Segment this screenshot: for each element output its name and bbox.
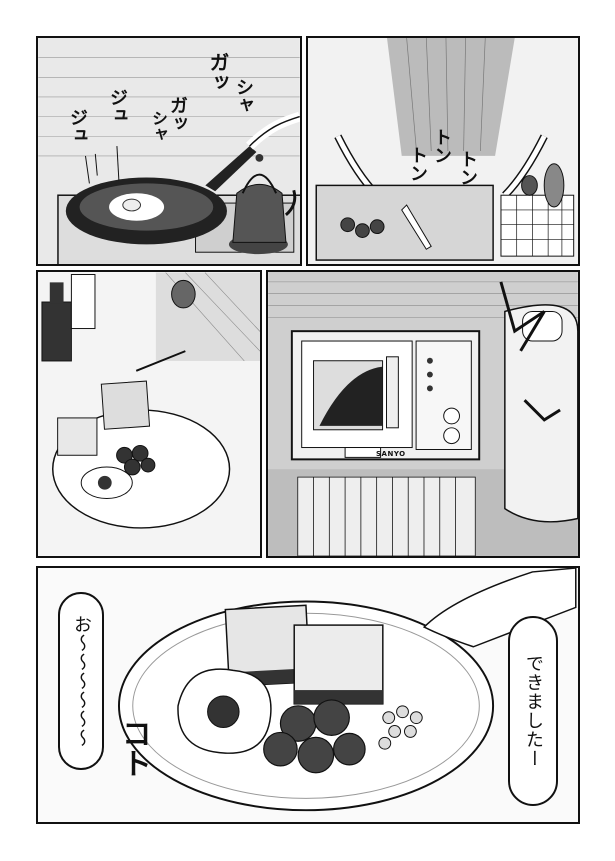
microwave-brand-label: SANYO — [376, 450, 406, 458]
lotus-slices-icon — [340, 217, 385, 238]
rice-cooker-icon — [504, 304, 578, 523]
sfx-koto: コト — [116, 718, 151, 778]
panel-preparing-plate — [36, 270, 262, 558]
toast-icon — [57, 417, 98, 456]
fried-egg-icon — [177, 668, 272, 754]
cutting-illustration — [308, 38, 578, 264]
panel-frying-pan: ガッ シャ ガッ シャ ジュ ジュ — [36, 36, 302, 266]
speech-bubble-right: できましたー — [508, 616, 558, 806]
sfx-ton-1: トン — [431, 128, 452, 164]
sfx-ton-2: トン — [407, 146, 428, 182]
plate-prep-illustration — [38, 272, 260, 556]
finished-plate-illustration — [40, 568, 577, 822]
panel-cutting-board: トン トン トン — [306, 36, 580, 266]
panel-microwave: SANYO — [266, 270, 580, 558]
sfx-ju-2: ジュ — [67, 108, 88, 144]
sfx-sha-2: シャ — [149, 110, 168, 142]
sfx-ton-3: トン — [457, 150, 478, 186]
bubble-left-text: お〜〜〜〜〜〜 — [71, 614, 92, 748]
frying-pan-illustration — [38, 38, 300, 264]
basket-icon — [500, 163, 575, 257]
beans-icon — [378, 705, 423, 750]
microwave-illustration — [268, 272, 578, 556]
sfx-ju-1: ジュ — [107, 88, 128, 124]
knife-icon — [401, 204, 432, 250]
kettle-icon — [228, 153, 297, 255]
bubble-right-text: できましたー — [523, 654, 544, 768]
panel-finished-plate: お〜〜〜〜〜〜 できましたー コト — [36, 566, 580, 824]
speech-bubble-left: お〜〜〜〜〜〜 — [58, 592, 104, 770]
microwave-icon — [290, 330, 481, 461]
sfx-ga-2: ガッ — [167, 96, 188, 132]
sfx-ga-1: ガッ — [206, 52, 230, 92]
lotus-root-icon — [263, 699, 366, 774]
plate-icon — [117, 600, 495, 812]
pepper-shaker-icon — [171, 279, 196, 309]
bottle-icon — [41, 282, 72, 362]
sfx-sha-1: シャ — [233, 78, 254, 114]
